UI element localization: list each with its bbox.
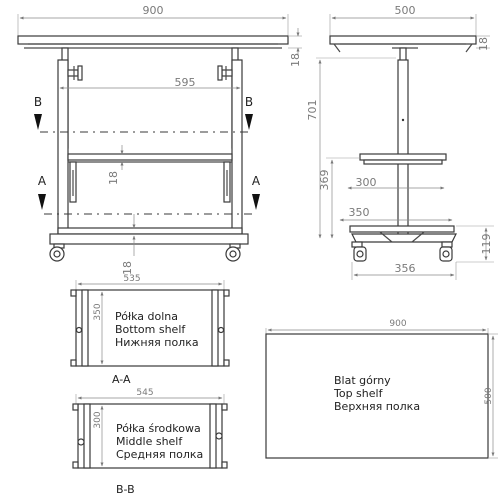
front-left-caster-icon [49,243,65,262]
side-base [351,233,457,243]
side-right-caster-icon [439,241,453,262]
side-middle-shelf-width-dim: 300 [356,176,377,189]
section-b-right-label: B [245,95,253,109]
side-base-width-dim: 356 [395,262,416,275]
middle-shelf-depth-dim: 300 [93,411,103,428]
bottom-shelf-width-dim: 535 [123,274,140,284]
middle-shelf-name-en: Middle shelf [116,435,183,448]
section-a-left-label: A [38,174,47,188]
middle-shelf-name-ru: Средняя полка [116,448,203,461]
side-column-lower [397,59,409,241]
bottom-shelf-section: 535 350 Półka dolna Bottom shelf Нижняя … [70,274,230,386]
top-plate-name-pl: Blat górny [334,374,391,387]
front-top-thickness-dim: 18 [289,53,302,67]
bottom-shelf-name-en: Bottom shelf [115,323,186,336]
front-bottom-shelf [57,227,243,235]
side-shelf-height-dim: 369 [318,170,331,191]
section-b-right-arrow-icon [245,114,253,130]
side-top-thickness-dim: 18 [477,37,490,51]
front-top-plate [17,35,289,45]
side-depth-dim: 500 [395,4,416,17]
section-a-right-label: A [252,174,261,188]
middle-shelf-section: 545 300 Półka środkowa Middle shelf Сред… [72,388,228,496]
side-bottom-shelf [349,225,455,233]
front-bottom-shelf-thickness-dim: 18 [121,261,134,275]
bottom-shelf-name-ru: Нижняя полка [115,336,199,349]
front-view: 900 18 595 B [17,4,302,275]
side-middle-shelf [359,153,447,161]
section-b-left-label: B [34,95,42,109]
front-middle-shelf [67,153,233,161]
side-bottom-shelf-width-dim: 350 [349,206,370,219]
front-left-lower-post [57,59,69,241]
top-plate-width-dim: 900 [389,319,406,329]
bottom-shelf-depth-dim: 350 [93,303,103,320]
front-middle-shelf-thickness-dim: 18 [107,171,120,185]
top-plate-depth-dim: 500 [484,387,494,404]
front-base [49,233,249,245]
bottom-shelf-name-pl: Półka dolna [115,310,178,323]
front-right-caster-icon [225,243,241,262]
right-knob-icon [217,65,233,81]
top-plate-outline [265,333,489,459]
left-knob-icon [67,65,83,81]
side-height-dim: 701 [306,100,319,121]
section-b-left-arrow-icon [34,114,42,130]
bottom-shelf-section-label: A-A [112,373,131,386]
top-plate-name-en: Top shelf [333,387,384,400]
top-plate-view: 900 500 Blat górny Top shelf Верхняя пол… [265,319,498,459]
top-plate-name-ru: Верхняя полка [334,400,420,413]
side-view: 500 18 701 369 300 350 [306,4,494,280]
middle-shelf-name-pl: Półka środkowa [116,422,201,435]
middle-shelf-width-dim: 545 [136,388,153,398]
front-inner-width-dim: 595 [175,76,196,89]
side-left-caster-icon [351,241,367,262]
section-a-left-arrow-icon [38,194,46,210]
front-right-lower-post [231,59,243,241]
front-width-dim: 900 [143,4,164,17]
section-a-right-arrow-icon [252,194,260,210]
side-top-plate [329,35,477,45]
side-caster-height-dim: 119 [480,234,493,255]
middle-shelf-section-label: B-B [116,483,135,496]
